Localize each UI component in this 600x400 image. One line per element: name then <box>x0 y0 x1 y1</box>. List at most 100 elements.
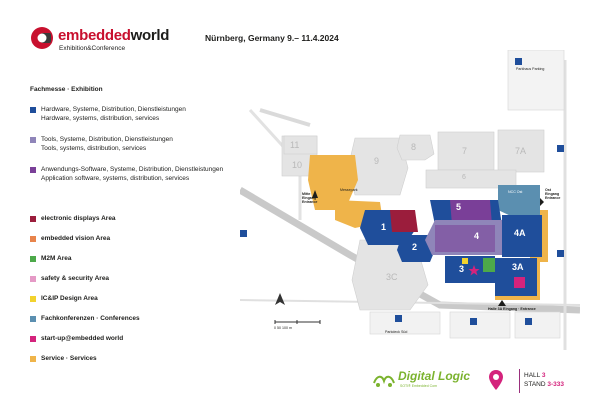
digital-logic-logo: Digital Logic SOTI® Embedded Com <box>372 369 478 393</box>
legend-label-de: Tools, Systeme, Distribution, Dienstleis… <box>41 136 173 143</box>
logo-mark-icon <box>31 27 53 49</box>
legend-label-de: Anwendungs-Software, Systeme, Distributi… <box>41 166 224 173</box>
digital-logic-mark-icon <box>373 375 395 387</box>
legend-label-de: safety & security Area <box>41 275 110 282</box>
hall-4a <box>502 215 542 257</box>
entrance-3a-icon <box>498 300 506 306</box>
legend-text: embedded vision Area <box>41 235 241 244</box>
parking-icon <box>557 250 564 257</box>
legend-label-de: Hardware, Systeme, Distribution, Dienstl… <box>41 106 186 113</box>
legend-text: start-up@embedded world <box>41 335 241 344</box>
legend-label-de: electronic displays Area <box>41 215 116 222</box>
hall-label-4: 4 <box>474 231 480 241</box>
legend-swatch <box>30 216 36 222</box>
legend-title: Fachmesse · Exhibition <box>30 86 103 93</box>
legend-swatch <box>30 236 36 242</box>
service-area <box>308 155 358 210</box>
parking-icon <box>525 318 532 325</box>
scale-label: 0 50 100 m <box>274 326 292 330</box>
hall-label-1: 1 <box>381 222 387 232</box>
legend-label-de: M2M Area <box>41 255 72 262</box>
hall-label: HALL <box>524 372 541 379</box>
hall-label-7: 7 <box>462 146 468 156</box>
hall-label-6: 6 <box>462 174 466 181</box>
floor-plan-map: 11 10 9 8 7 7A 6 3C 1 2 5 4 4A 3 3A Park… <box>240 50 580 360</box>
messepark-label: Messepark <box>340 188 358 192</box>
hall-label-9: 9 <box>374 156 380 166</box>
legend-swatch <box>30 316 36 322</box>
legend-swatch <box>30 256 36 262</box>
hall-11 <box>283 135 318 155</box>
parking-icon <box>470 318 477 325</box>
legend-text: Tools, Systeme, Distribution, Dienstleis… <box>41 136 241 153</box>
entrance-ost-icon <box>540 198 544 206</box>
location-pin-icon <box>489 370 503 390</box>
legend-swatch <box>30 296 36 302</box>
hall-label-8: 8 <box>411 142 417 152</box>
legend-swatch <box>30 336 36 342</box>
application-software-area <box>450 200 492 225</box>
hall-7 <box>437 131 495 171</box>
legend-text: Service · Services <box>41 355 241 364</box>
hall-label-2: 2 <box>412 242 418 252</box>
stand-marker-icon <box>468 265 480 276</box>
hall-7a <box>497 129 545 173</box>
parking-icon <box>515 58 522 65</box>
parking-garage-label: Parkhaus Parking <box>516 67 545 71</box>
map-drawing <box>240 50 580 350</box>
legend-label-de: embedded vision Area <box>41 235 111 242</box>
parkdeck <box>369 311 441 335</box>
north-arrow-icon <box>275 293 285 305</box>
logo-wordmark: embeddedworld <box>58 27 169 44</box>
footer-divider <box>519 369 520 393</box>
legend-swatch <box>30 276 36 282</box>
ncc-ost-label: NCC Ost <box>508 190 523 194</box>
legend-swatch <box>30 167 36 173</box>
parkdeck-label: Parkdeck Süd <box>385 330 408 334</box>
legend-text: Anwendungs-Software, Systeme, Distributi… <box>41 166 241 183</box>
hall-label-5: 5 <box>456 202 462 212</box>
hall-label-3c: 3C <box>386 272 398 282</box>
legend-label-en: Tools, systems, distribution, services <box>41 144 147 152</box>
hall-value: 3 <box>541 372 546 379</box>
embedded-world-logo: embeddedworld Exhibition&Conference <box>30 26 190 56</box>
legend-text: Fachkonferenzen · Conferences <box>41 315 241 324</box>
legend-label-de: Service · Services <box>41 355 97 362</box>
ncc-ost-conference <box>498 185 540 218</box>
building <box>514 311 561 339</box>
hall-label-7a: 7A <box>515 146 527 156</box>
building <box>449 311 511 339</box>
legend-swatch <box>30 137 36 143</box>
legend-text: safety & security Area <box>41 275 241 284</box>
hall-label-11: 11 <box>290 140 300 150</box>
entrance-mitte-label: Mitte Eingang Entrance <box>302 192 318 204</box>
logo-subtitle: Exhibition&Conference <box>59 45 126 52</box>
parking-icon <box>395 315 402 322</box>
hall-2 <box>397 235 435 262</box>
parking-icon <box>557 145 564 152</box>
digital-logic-subtitle: SOTI® Embedded Com <box>400 384 438 388</box>
hall-label-3a: 3A <box>512 262 524 272</box>
event-location-date: Nürnberg, Germany 9.– 11.4.2024 <box>205 33 339 43</box>
hall-6 <box>425 169 517 189</box>
legend-label-en: Hardware, systems, distribution, service… <box>41 114 160 122</box>
entrance-ost-label: Ost Eingang Entrance <box>545 188 561 200</box>
stand-info: HALL 3 STAND 3-333 <box>524 371 564 389</box>
hall-4-stripes <box>435 225 495 252</box>
logo-part-1: embedded <box>58 27 131 44</box>
m2m-area <box>483 258 495 272</box>
legend-text: IC&IP Design Area <box>41 295 241 304</box>
stand-value: 3-333 <box>547 381 564 388</box>
hall-label-3: 3 <box>459 264 465 274</box>
legend-label-de: IC&IP Design Area <box>41 295 98 302</box>
legend-swatch <box>30 356 36 362</box>
stand-label: STAND <box>524 381 546 388</box>
electronic-displays-area <box>390 210 418 232</box>
hall-label-4a: 4A <box>514 228 526 238</box>
metro-icon <box>240 230 247 237</box>
digital-logic-name: Digital Logic <box>398 369 470 383</box>
logo-part-2: world <box>130 27 170 44</box>
hall-8 <box>396 134 435 161</box>
road <box>259 108 311 127</box>
hall-label-10: 10 <box>292 160 303 170</box>
